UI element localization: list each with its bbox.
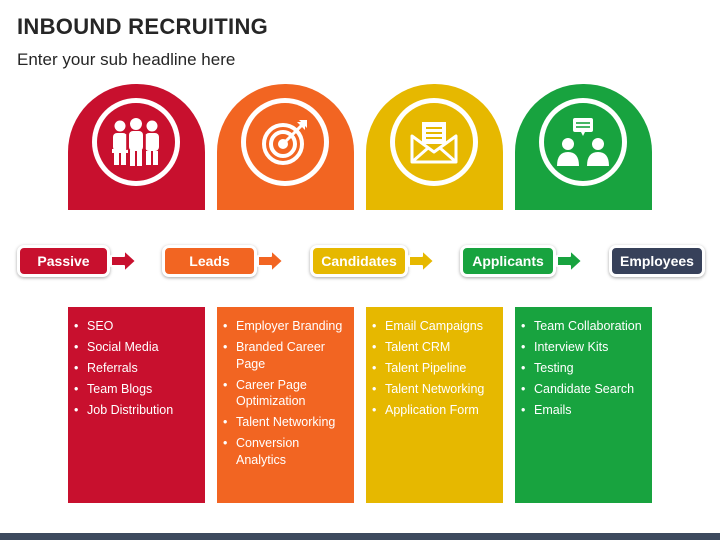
page-title: INBOUND RECRUITING bbox=[17, 14, 269, 39]
stage-candidates: Candidates bbox=[310, 245, 408, 277]
bullet-list: •Employer Branding •Branded Career Page … bbox=[222, 318, 350, 473]
column-header-shape: Engage bbox=[366, 84, 503, 233]
page-subtitle: Enter your sub headline here bbox=[17, 50, 236, 69]
icon-circle bbox=[390, 98, 478, 186]
people-group-icon bbox=[112, 118, 159, 166]
column-body: •Email Campaigns •Talent CRM •Talent Pip… bbox=[366, 307, 503, 503]
column-label: Engage bbox=[409, 217, 460, 233]
list-item: •Email Campaigns bbox=[372, 319, 483, 333]
list-item: •Talent Pipeline bbox=[372, 361, 467, 375]
column-label: Track bbox=[565, 217, 602, 233]
list-item: •Application Form bbox=[372, 403, 479, 417]
list-item: •Emails bbox=[521, 403, 572, 417]
bullet-list: •Email Campaigns •Talent CRM •Talent Pip… bbox=[371, 318, 499, 423]
envelope-icon bbox=[410, 122, 458, 164]
list-item: •Job Distribution bbox=[74, 403, 174, 417]
icon-circle bbox=[92, 98, 180, 186]
target-icon bbox=[262, 120, 307, 165]
column-body: •Team Collaboration •Interview Kits •Tes… bbox=[515, 307, 652, 503]
bullet-list: •SEO •Social Media •Referrals •Team Blog… bbox=[73, 318, 201, 423]
list-item: •Candidate Search bbox=[521, 382, 635, 396]
list-item: •Social Media bbox=[74, 340, 159, 354]
icon-circle bbox=[241, 98, 329, 186]
list-item: •Conversion Analytics bbox=[223, 436, 300, 467]
list-item: •Talent Networking bbox=[372, 382, 485, 396]
stage-passive: Passive bbox=[17, 245, 110, 277]
list-item: •Interview Kits bbox=[521, 340, 609, 354]
list-item: •SEO bbox=[74, 319, 114, 333]
list-item: •Team Collaboration bbox=[521, 319, 642, 333]
column-label: Attract & Source bbox=[81, 217, 192, 233]
column-header-shape: Attract & Source bbox=[68, 84, 205, 233]
column-body: •SEO •Social Media •Referrals •Team Blog… bbox=[68, 307, 205, 503]
list-item: •Career Page Optimization bbox=[223, 377, 307, 409]
arrow-right-icon bbox=[408, 249, 435, 273]
list-item: •Talent CRM bbox=[372, 340, 451, 354]
list-item: •Referrals bbox=[74, 361, 138, 375]
list-item: •Talent Networking bbox=[223, 415, 336, 429]
stage-applicants: Applicants bbox=[460, 245, 556, 277]
stage-leads: Leads bbox=[162, 245, 257, 277]
column-body: •Employer Branding •Branded Career Page … bbox=[217, 307, 354, 503]
column-header-shape: Convert bbox=[217, 84, 354, 233]
list-item: •Branded Career Page bbox=[223, 340, 325, 371]
bullet-list: •Team Collaboration •Interview Kits •Tes… bbox=[520, 318, 648, 423]
stage-employees: Employees bbox=[609, 245, 705, 277]
list-item: •Team Blogs bbox=[74, 382, 153, 396]
icon-circle bbox=[539, 98, 627, 186]
column-label: Convert bbox=[259, 217, 312, 233]
arrow-right-icon bbox=[110, 249, 137, 273]
list-item: •Employer Branding bbox=[223, 319, 343, 333]
arrow-right-icon bbox=[257, 249, 284, 273]
people-chat-icon bbox=[557, 118, 609, 166]
footer-bar bbox=[0, 533, 720, 540]
arrow-right-icon bbox=[556, 249, 583, 273]
list-item: •Testing bbox=[521, 361, 574, 375]
column-header-shape: Track bbox=[515, 84, 652, 233]
